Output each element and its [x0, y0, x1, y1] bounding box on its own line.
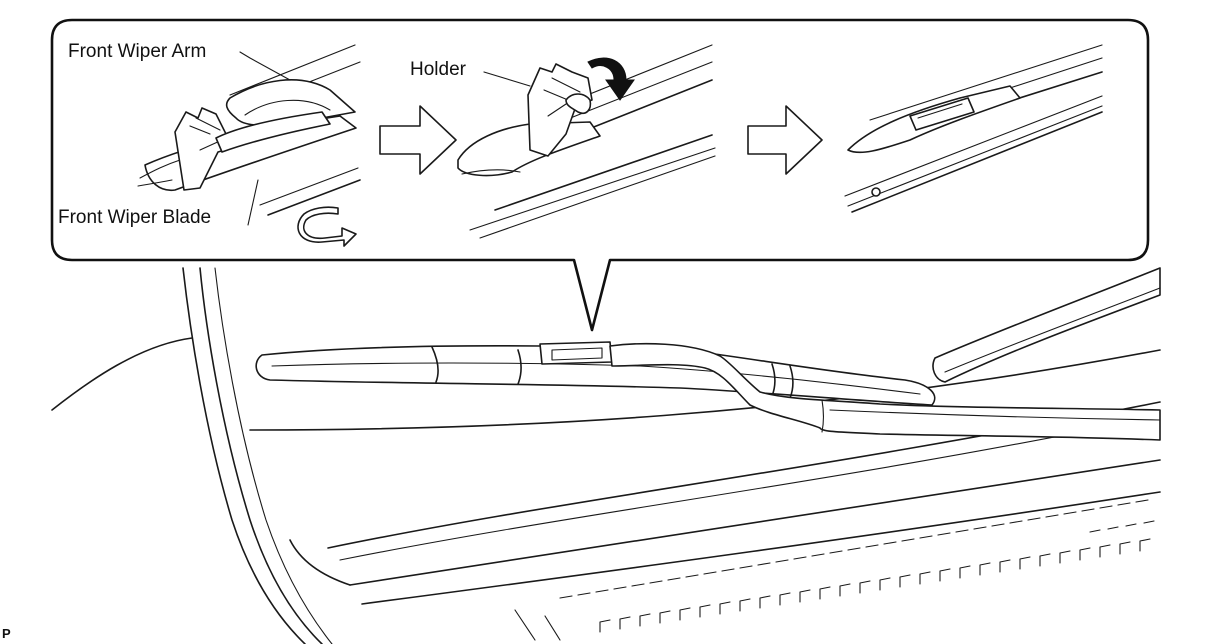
wiper-blade-main	[255, 341, 1161, 441]
step-1-panel	[137, 44, 361, 247]
cowl-grille	[514, 499, 1155, 641]
step-arrow-1	[379, 105, 457, 175]
vehicle-background	[51, 267, 1161, 644]
figure-code: P	[2, 626, 11, 641]
step-3-panel	[844, 44, 1103, 213]
holder-label: Holder	[410, 59, 466, 80]
front-wiper-blade-label: Front Wiper Blade	[58, 207, 212, 228]
step-arrow-2	[747, 105, 823, 175]
step-2-panel	[457, 44, 716, 239]
front-wiper-arm-label: Front Wiper Arm	[68, 41, 207, 62]
figure-code-mark	[1, 626, 15, 642]
